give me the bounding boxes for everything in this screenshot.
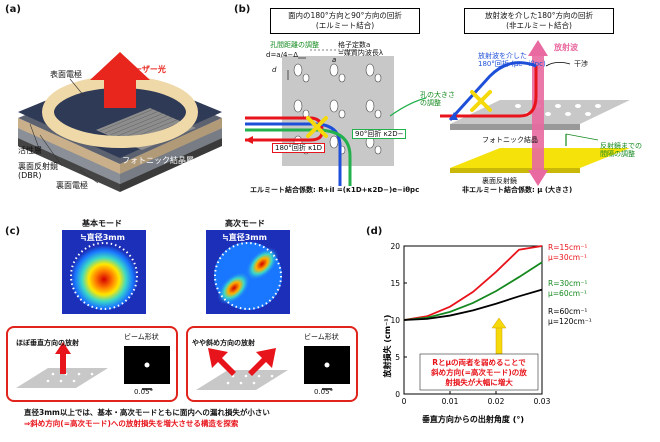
y-tick-label: 0 [395,390,400,399]
fundamental-angle-scale: 0.05° [134,388,154,396]
panel-b-label: (b) [234,4,251,15]
series-label-2: R=60cm⁻¹μ=120cm⁻¹ [548,307,592,326]
diffraction-90-label: 90°回折 κ2D− [352,129,407,140]
panel-c-caption-line1: 直径3mm以上では、基本・高次モードともに面内への漏れ損失が小さい [24,408,270,417]
a-dimension-label: a [332,56,337,64]
hole-spacing-formula: d=a/4−Δ [266,51,299,59]
y-axis-label: 放射損失 (cm⁻¹) [382,315,392,379]
series-line-2 [403,288,543,321]
panel-d-label: (d) [366,226,383,237]
back-electrode-label: 裏面電極 [56,181,88,190]
series-label-text: μ=60cm⁻¹ [548,289,587,298]
x-tick-label: 0 [402,397,407,406]
series-label-text: R=30cm⁻¹ [548,279,587,288]
d-dimension-label: d [272,66,277,74]
x-tick-label: 0.01 [442,397,459,406]
fundamental-mode-map [62,230,146,314]
series-label-0: R=15cm⁻¹μ=30cm⁻¹ [548,243,587,262]
panel-a-label: (a) [5,4,21,15]
laser-device-illustration [18,52,222,192]
reflector-spacing-label: 反射鏡までの 間隔の調整 [600,142,642,159]
series-label-text: μ=120cm⁻¹ [548,317,592,326]
vertical-emission-illustration [16,342,170,390]
radiation-wave-label: 放射波 [554,43,578,52]
nonhermite-title-box: 放射波を介した180°方向の回折 (非エルミート結合) [464,8,614,34]
oblique-emission-illustration [196,346,350,390]
hermite-title-box: 面内の180°方向と90°方向の回折 (エルミート結合) [270,8,420,34]
x-tick-label: 0.03 [534,397,551,406]
annotation-line1: Rとμの両者を弱めることで [432,357,526,367]
fundamental-emission-box [6,326,178,402]
y-tick-label: 15 [390,279,400,288]
y-tick-label: 5 [395,353,400,362]
nonhermite-coupling-diagram [440,40,630,186]
hermite-coefficient-text: エルミート結合係数: R+iI =(κ1D+κ2D−)e−iθpc [250,186,420,194]
higher-diameter-label: ≒直径3mm [222,233,267,242]
radiation-diffraction-label: 放射波を介した 180°回折 (μe−iθpc) [478,52,546,69]
active-layer-label: 活性層 [18,146,42,155]
y-tick-label: 20 [390,242,400,251]
series-line-1 [403,261,543,321]
oblique-emission-label: やや斜め方向の放射 [192,339,255,347]
higher-beam-shape-label: ビーム形状 [304,333,339,341]
photonic-crystal-layer-label: フォトニック結晶層 [122,156,194,165]
fundamental-beam-shape-label: ビーム形状 [124,333,159,341]
annotation-line3: 射損失が大幅に増大 [444,377,513,387]
higher-mode-title: 高次モード [225,219,265,228]
hole-spacing-adjust-label: 孔間距離の調整 [270,41,319,49]
nonhermite-coefficient-text: 非エルミート結合係数: μ (大きさ) [462,186,573,194]
lattice-constant-label: 格子定数a =媒質内波長λ [338,41,384,58]
back-reflector-label: 裏面反射鏡 (DBR) [18,162,58,181]
laser-light-label: レーザー光 [126,65,166,74]
x-axis-label: 垂直方向からの出射角度 (°) [422,414,524,424]
fundamental-mode-title: 基本モード [82,219,122,228]
higher-mode-map [206,230,290,314]
series-label-1: R=30cm⁻¹μ=60cm⁻¹ [548,279,587,298]
annotation-line2: 斜め方向(=高次モード)の放 [430,367,527,377]
diffraction-180-label: 180°回折 κ1D [272,143,326,154]
panel-c-caption-line2: ⇒斜め方向(=高次モード)への放射損失を増大させる構造を探索 [24,419,239,428]
surface-electrode-label: 表面電極 [50,70,82,79]
interference-label: 干渉 [574,60,588,68]
series-label-text: R=60cm⁻¹ [548,307,587,316]
photonic-crystal-label: フォトニック結晶 [482,136,538,144]
back-reflector-mirror-label: 裏面反射鏡 [482,177,517,185]
radiation-loss-chart: 0 0.01 0.02 0.03 0 5 10 15 20 放射損失 (cm⁻¹) 垂直方向から… [382,242,592,424]
x-tick-label: 0.02 [488,397,505,406]
higher-angle-scale: 0.05° [314,388,334,396]
vertical-emission-label: ほぼ垂直方向の放射 [16,339,79,347]
series-label-text: μ=30cm⁻¹ [548,253,587,262]
fundamental-diameter-label: ≒直径3mm [80,233,125,242]
series-label-text: R=15cm⁻¹ [548,243,587,252]
y-tick-label: 10 [390,316,400,325]
panel-c-label: (c) [5,226,21,237]
series-line-0 [403,245,543,321]
higher-emission-box [186,326,358,402]
hole-size-adjust-label: 孔の大きさ の調整 [420,91,455,108]
